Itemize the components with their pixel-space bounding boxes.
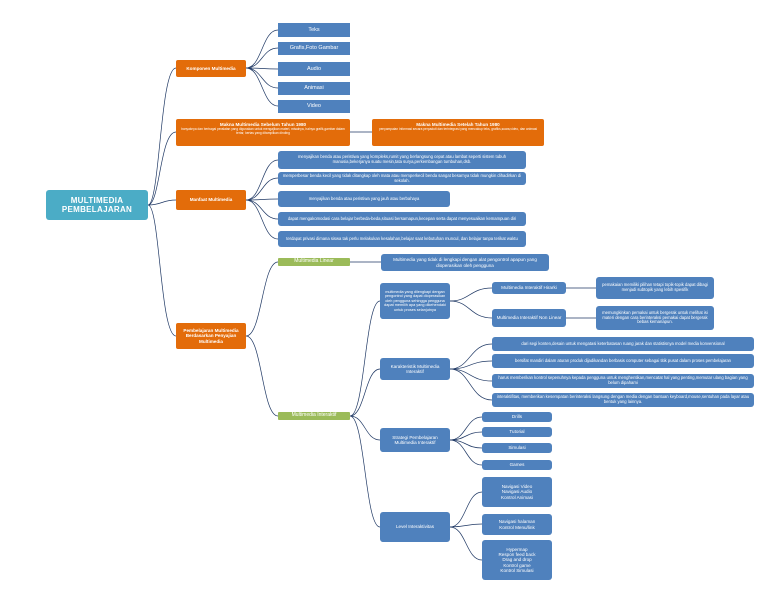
level-group-2: Navigasi halaman Kontrol Menu/link	[482, 514, 552, 535]
level-group-3: Hypermap Respon feed back Drag and drop …	[482, 540, 552, 580]
karakteristik-node: Karakteristik Multimedia Interaktif	[380, 358, 450, 380]
manfaat-item-2: memperbesar benda kecil yang tidak ditan…	[278, 172, 526, 185]
level-item: Hypermap	[506, 546, 528, 552]
manfaat-item-5: terdapat privasi dimana siswa tak perlu …	[278, 231, 526, 247]
level-item: Kontrol Simulasi	[500, 567, 534, 573]
komponen-item-animasi: Animasi	[278, 82, 350, 95]
level-item: Drag and drop	[502, 557, 532, 563]
makna-sebelum-node: Makna Multimedia Sebelum Tahun 1980 bany…	[176, 119, 350, 146]
manfaat-item-1: menyajikan benda atau peristiwa yang kom…	[278, 151, 526, 169]
karakteristik-item-4: interaktifitas, memberikan kesempatan be…	[492, 393, 754, 407]
interaktif-nonlinear-node: Multimedia Interaktif Non Linear	[492, 309, 566, 327]
level-item: Navigasi halaman	[498, 519, 536, 525]
root-node: MULTIMEDIA PEMBELAJARAN	[46, 190, 148, 220]
komponen-item-video: Video	[278, 100, 350, 113]
karakteristik-item-2: bersifat mandiri dalam aturan produk dij…	[492, 354, 754, 368]
strategi-item-drills: Drills	[482, 412, 552, 422]
manfaat-item-3: menyajikan benda atau peristiwa yang jau…	[278, 191, 450, 207]
multimedia-interaktif-node: Multimedia Interaktif	[278, 412, 350, 420]
level-item: Kontrol Animasi	[501, 494, 533, 500]
komponen-item-teks: Teks	[278, 23, 350, 37]
multimedia-linear-desc: Multimedia yang tidak di lengkapi dengan…	[381, 254, 549, 271]
komponen-node: Komponen Multimedia	[176, 60, 246, 77]
strategi-item-games: Games	[482, 460, 552, 470]
makna-sebelum-desc: banyaknya dan berbagai peralatan yang di…	[181, 127, 345, 136]
interaktif-nonlinear-desc: memungkinkan pemakai untuk bergerak untu…	[596, 306, 714, 330]
makna-setelah-title: Makna Multimedia Setelah Tahun 1980	[416, 122, 500, 127]
strategi-item-simulasi: Simulasi	[482, 443, 552, 453]
karakteristik-item-3: harus memberikan kontrol sepenuhnya kepa…	[492, 374, 754, 388]
manfaat-item-4: dapat mengakomodasi cara belajar berbeda…	[278, 212, 526, 226]
interaktif-hirarki-node: Multimedia Interaktif Hirarki	[492, 282, 566, 294]
level-item: Navigasi Video	[501, 484, 533, 490]
makna-setelah-node: Makna Multimedia Setelah Tahun 1980 peny…	[372, 119, 544, 146]
manfaat-node: Manfaat Multimedia	[176, 190, 246, 210]
komponen-item-audio: Audio	[278, 62, 350, 76]
level-item: Respon feed back	[498, 552, 536, 558]
level-node: Level Interaktivitas	[380, 512, 450, 542]
level-item: Navigasi Audio	[501, 489, 533, 495]
level-item: Kontrol Menu/link	[499, 524, 535, 530]
multimedia-linear-node: Multimedia Linear	[278, 258, 350, 266]
level-group-1: Navigasi Video Navigasi Audio Kontrol An…	[482, 477, 552, 507]
strategi-item-tutorial: Tutorial	[482, 427, 552, 437]
makna-setelah-desc: penyampaian informasi secara perpaduti d…	[378, 127, 538, 132]
pembelajaran-node: Pembelajaran Multimedia Berdasarkan Peny…	[176, 323, 246, 349]
strategi-node: Strategi Pembelajaran Multimedia Interak…	[380, 428, 450, 452]
makna-sebelum-title: Makna Multimedia Sebelum Tahun 1980	[219, 122, 307, 127]
multimedia-interaktif-desc: multimedia yang dilengkapi dengan pengon…	[380, 283, 450, 319]
karakteristik-item-1: dari segi konten,desain untuk mengatasi …	[492, 337, 754, 351]
level-item: Kontrol game	[503, 562, 531, 568]
komponen-item-grafis: Grafis,Foto Gambar	[278, 42, 350, 55]
interaktif-hirarki-desc: pemakaian memiliki pilihan tetapi topik-…	[596, 277, 714, 299]
